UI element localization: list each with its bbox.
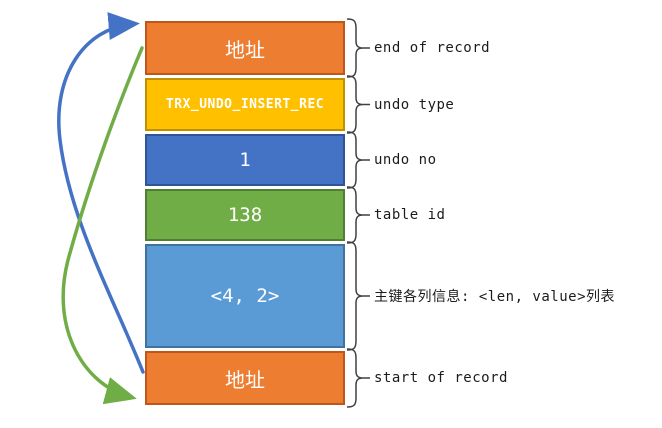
annotation-undo-type: undo type (374, 96, 455, 113)
box-label: TRX_UNDO_INSERT_REC (165, 97, 325, 112)
annotation-end-of-record: end of record (374, 40, 491, 56)
annotation-table-id: table id (374, 207, 446, 223)
box-label: 138 (227, 204, 263, 226)
brace (346, 75, 370, 134)
annotation-start-of-record: start of record (374, 370, 508, 386)
box-table-id: 138 (145, 189, 345, 241)
annotation-primary-key: 主键各列信息: <len, value>列表 (374, 289, 616, 305)
brace (346, 348, 370, 408)
box-label: <4, 2> (210, 285, 280, 307)
braces-group (346, 18, 370, 408)
box-label: 1 (239, 149, 251, 171)
box-undo-type: TRX_UNDO_INSERT_REC (145, 78, 345, 131)
brace (346, 241, 370, 351)
brace (346, 186, 370, 244)
box-primary-key-cols: <4, 2> (145, 244, 345, 348)
blue-arrow (57, 12, 145, 374)
box-end-address: 地址 (145, 21, 345, 75)
box-start-address: 地址 (145, 351, 345, 405)
box-label: 地址 (225, 367, 265, 392)
brace (346, 18, 370, 78)
box-undo-no: 1 (145, 134, 345, 186)
green-arrow (61, 46, 144, 405)
annotation-undo-no: undo no (374, 152, 437, 168)
brace (346, 131, 370, 189)
box-label: 地址 (225, 37, 265, 62)
